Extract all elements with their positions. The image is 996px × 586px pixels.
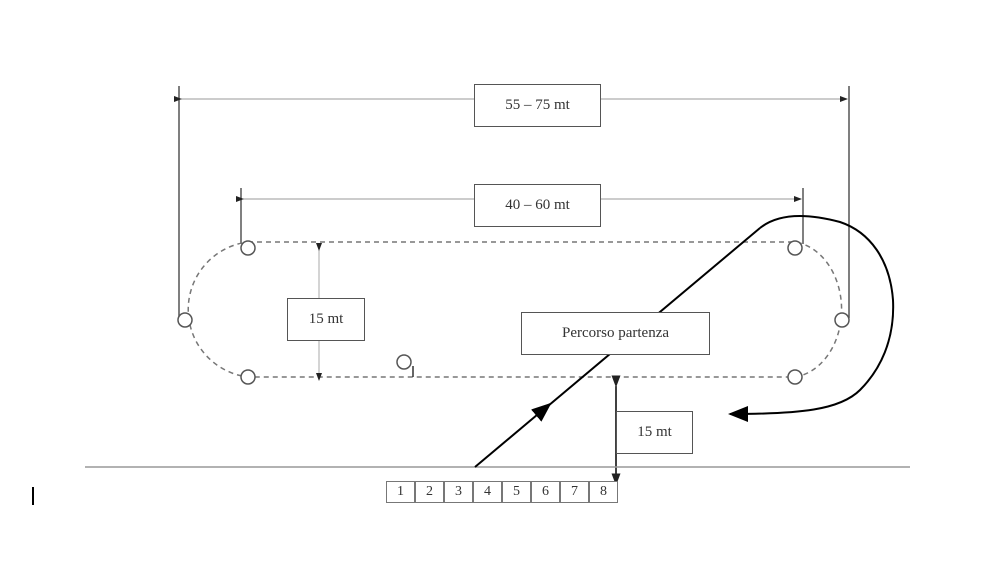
lane-8: 8 bbox=[589, 481, 618, 503]
start-path-curve bbox=[728, 215, 895, 422]
cone-marker bbox=[787, 369, 803, 385]
track-width-label: 15 mt bbox=[287, 298, 365, 341]
lane-7: 7 bbox=[560, 481, 589, 503]
start-path-arrow bbox=[474, 402, 552, 468]
cone-marker bbox=[240, 240, 256, 256]
lane-3: 3 bbox=[444, 481, 473, 503]
cone-marker bbox=[787, 240, 803, 256]
cone-marker bbox=[177, 312, 193, 328]
cone-marker bbox=[834, 312, 850, 328]
start-distance-label: 15 mt bbox=[616, 411, 693, 454]
lane-5: 5 bbox=[502, 481, 531, 503]
cone-marker bbox=[396, 354, 412, 370]
lane-1: 1 bbox=[386, 481, 415, 503]
lane-4: 4 bbox=[473, 481, 502, 503]
inner-width-label: 40 – 60 mt bbox=[474, 184, 601, 227]
lane-6: 6 bbox=[531, 481, 560, 503]
cone-marker bbox=[240, 369, 256, 385]
start-path-label: Percorso partenza bbox=[521, 312, 710, 355]
outer-width-label: 55 – 75 mt bbox=[474, 84, 601, 127]
lane-2: 2 bbox=[415, 481, 444, 503]
